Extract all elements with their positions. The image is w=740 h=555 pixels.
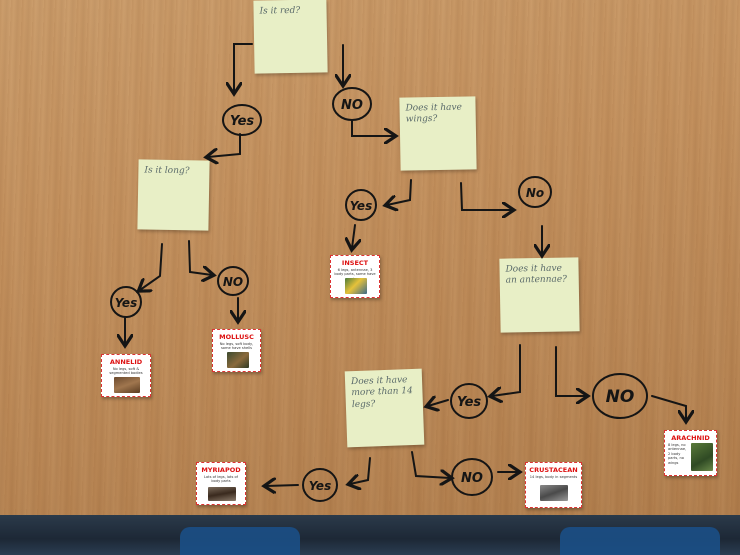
note-text: Is it red?	[259, 5, 301, 17]
arrow	[555, 346, 586, 396]
arrow	[188, 240, 212, 275]
arrow	[234, 43, 253, 92]
answer-no: NO	[223, 275, 243, 289]
answer-circle	[451, 458, 493, 496]
answer-yes: Yes	[230, 114, 255, 129]
sticky-note-start: Is it red?	[253, 0, 328, 74]
note-text: Is it long?	[144, 165, 190, 177]
card-crustacean: CRUSTACEAN 14 legs, body in segments	[525, 462, 582, 508]
card-title: MOLLUSC	[219, 333, 254, 341]
arrow	[350, 457, 371, 484]
card-insect: INSECT 6 legs, antennae, 3 body parts, s…	[330, 255, 380, 298]
arrow	[460, 182, 512, 210]
answer-yes: Yes	[115, 296, 137, 310]
chair-back	[180, 527, 300, 555]
answer-circle	[592, 373, 648, 419]
table-edge-background	[0, 515, 740, 555]
card-description: No legs, soft body, some have shells	[219, 342, 254, 351]
card-title: INSECT	[341, 259, 369, 267]
sticky-note-antennae: Does it have an antennae?	[499, 257, 580, 333]
answer-circle	[110, 286, 142, 318]
note-text: Does it have more than 14 legs?	[350, 375, 413, 410]
answer-circle	[302, 468, 338, 502]
arrow	[352, 224, 355, 248]
arrow	[411, 451, 450, 478]
answer-circle	[332, 87, 372, 121]
answer-no: NO	[606, 387, 635, 407]
answer-no: NO	[461, 471, 483, 486]
answer-yes: Yes	[457, 395, 482, 410]
answer-circle	[222, 104, 262, 136]
card-title: ANNELID	[109, 358, 143, 366]
answer-circle	[450, 383, 488, 419]
arrow	[651, 395, 686, 420]
answer-no: NO	[341, 98, 363, 113]
card-description: 14 legs, body in segments	[529, 475, 578, 479]
sticky-note-more-legs: Does it have more than 14 legs?	[344, 368, 425, 448]
sticky-note-wings: Does it have wings?	[399, 96, 477, 171]
arrow	[428, 400, 449, 406]
snail-photo	[227, 352, 249, 368]
arrow	[387, 179, 412, 205]
answer-circle	[217, 266, 249, 296]
arrow	[351, 119, 394, 136]
card-description: Lots of legs, lots of body parts	[204, 475, 238, 484]
answer-circle	[345, 189, 377, 221]
answer-yes: Yes	[309, 479, 331, 493]
card-myriapod: MYRIAPOD Lots of legs, lots of body part…	[196, 462, 246, 505]
spider-photo	[691, 443, 713, 471]
card-description: 8 legs, no antennae, 2 body parts, no wi…	[668, 443, 687, 465]
card-annelid: ANNELID No legs, soft & segmented bodies	[101, 354, 151, 397]
answer-no: No	[526, 186, 544, 200]
arrow	[140, 243, 163, 290]
woodlouse-photo	[540, 485, 568, 501]
sticky-note-legs: Is it long?	[137, 159, 210, 231]
chair-back	[560, 527, 720, 555]
card-mollusc: MOLLUSC No legs, soft body, some have sh…	[212, 329, 261, 372]
arrow	[266, 485, 299, 486]
millipede-photo	[208, 487, 236, 501]
note-text: Does it have wings?	[405, 102, 463, 125]
card-arachnid: ARACHNID 8 legs, no antennae, 2 body par…	[664, 430, 717, 476]
earthworm-photo	[114, 377, 140, 393]
card-description: No legs, soft & segmented bodies	[109, 367, 143, 376]
insect-photo	[345, 278, 367, 294]
arrow	[208, 133, 241, 157]
answer-yes: Yes	[350, 199, 372, 213]
card-title: MYRIAPOD	[201, 466, 241, 474]
arrow	[492, 344, 521, 396]
card-title: CRUSTACEAN	[529, 466, 578, 474]
answer-circle	[518, 176, 552, 208]
note-text: Does it have an antennae?	[505, 263, 568, 286]
card-title: ARACHNID	[671, 434, 710, 442]
